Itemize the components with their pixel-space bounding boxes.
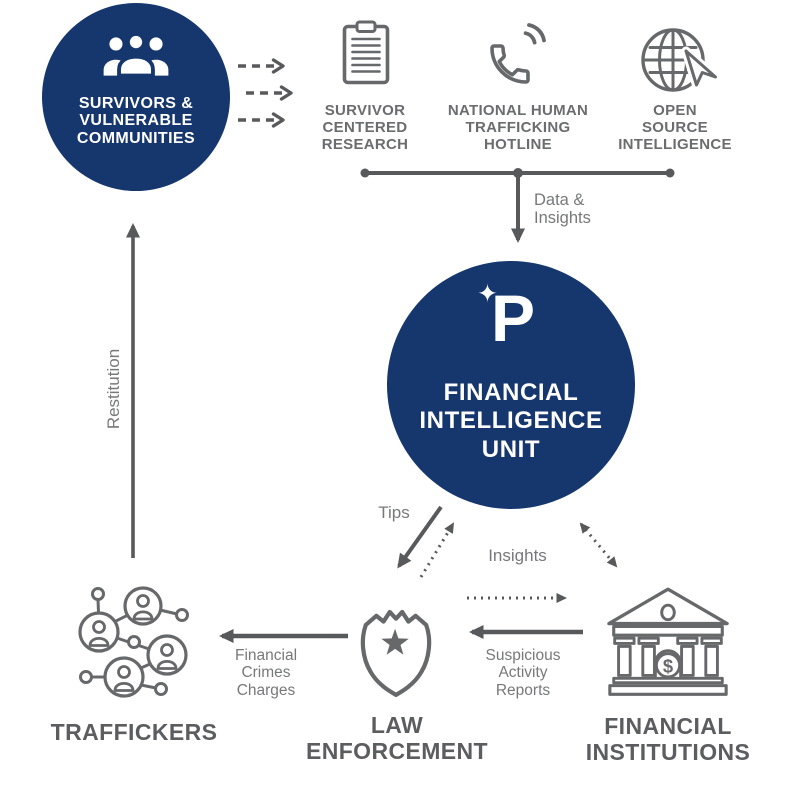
collector-dot-left	[360, 168, 370, 178]
restitution-label: Restitution	[104, 348, 123, 430]
person-node-d	[103, 656, 145, 698]
fiu-fi-dotted-arrow	[579, 522, 618, 568]
globe-cursor-icon	[641, 28, 717, 92]
le-to-fiu-dotted-arrow	[419, 522, 455, 578]
crimes-label: Financial Crimes Charges	[234, 647, 298, 699]
cursor-arrow	[684, 49, 717, 87]
person-node-c	[146, 634, 188, 676]
person-node-b	[78, 611, 120, 653]
phone-hotline-icon	[490, 23, 546, 84]
dollar-sign: $	[663, 656, 673, 677]
source-label-osint: OPEN SOURCE INTELLIGENCE	[618, 102, 732, 154]
tips-arrow	[397, 505, 443, 569]
source-label-research: SURVIVOR CENTERED RESEARCH	[321, 102, 409, 154]
police-badge-icon	[360, 609, 432, 697]
polaris-p-logo: P	[491, 281, 536, 355]
people-group-icon	[103, 32, 169, 77]
data-insights-label: Data & Insights	[534, 191, 591, 228]
tips-label: Tips	[378, 503, 410, 522]
survivors-node: SURVIVORS & VULNERABLE COMMUNITIES	[42, 3, 230, 191]
sparkle-icon: ✦	[477, 280, 498, 308]
fiu-label: FINANCIAL INTELLIGENCE UNIT	[419, 379, 603, 463]
traffickers-label: TRAFFICKERS	[50, 719, 218, 745]
insights-label: Insights	[488, 546, 547, 565]
sar-label: Suspicious Activity Reports	[485, 647, 561, 699]
financial-institutions-label: FINANCIAL INSTITUTIONS	[585, 713, 751, 766]
survivors-label: SURVIVORS & VULNERABLE COMMUNITIES	[76, 95, 196, 147]
clipboard-icon	[342, 20, 390, 85]
law-enforcement-label: LAW ENFORCEMENT	[305, 712, 488, 765]
badge-star	[381, 628, 409, 655]
bank-icon: $	[607, 587, 729, 696]
person-node-a	[123, 586, 163, 626]
collector-dot-right	[665, 168, 675, 178]
source-label-hotline: NATIONAL HUMAN TRAFFICKING HOTLINE	[447, 102, 589, 154]
network-people-icon	[78, 586, 189, 698]
fiu-node: ✦ P FINANCIAL INTELLIGENCE UNIT	[387, 261, 635, 509]
